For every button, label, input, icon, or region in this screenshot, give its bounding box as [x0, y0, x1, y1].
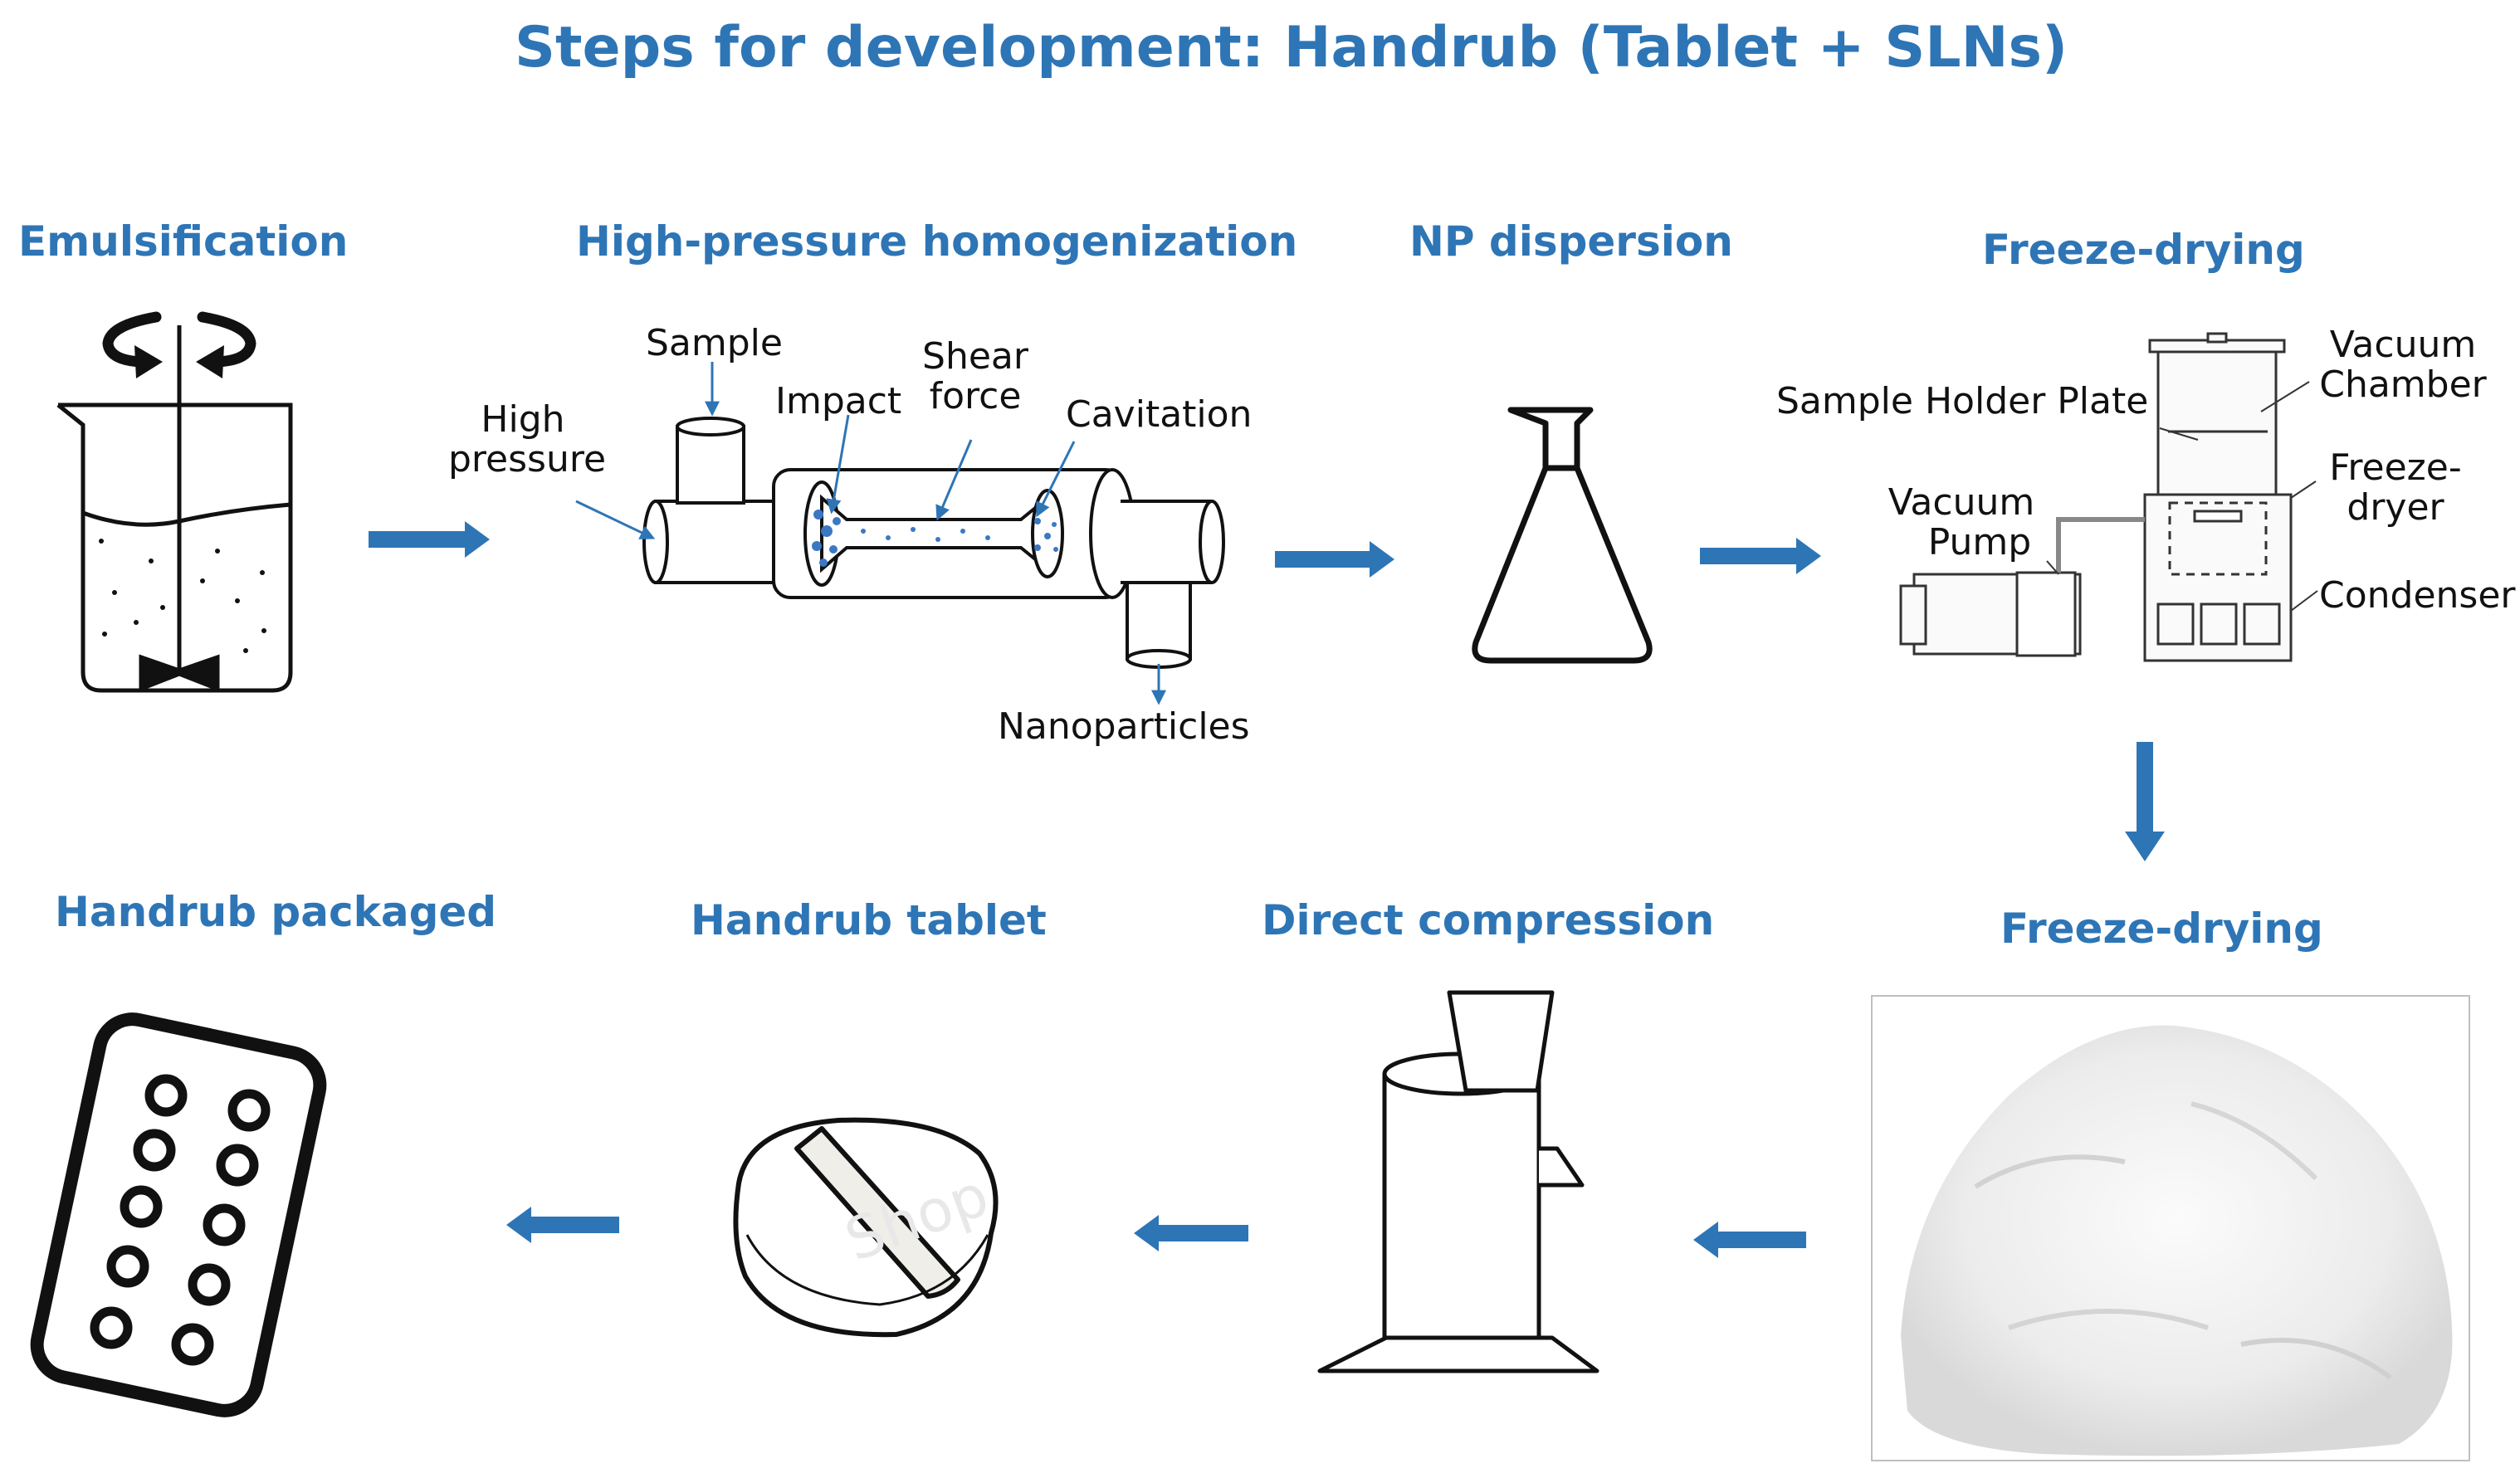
hph-label-high: High [481, 398, 565, 441]
fd-label-vacuum-pump-2: Pump [1927, 521, 2032, 563]
fd-label-condenser: Condenser [2319, 574, 2516, 617]
fd-label-vacuum-pump-1: Vacuum [1888, 481, 2035, 524]
step-label-freeze-drying-1: Freeze-drying [1982, 226, 2305, 274]
fd-label-sample-holder: Sample Holder Plate [1776, 380, 2149, 422]
hph-label-pressure: pressure [448, 438, 607, 480]
tablet-icon [733, 1117, 999, 1338]
freeze-dryer-leaders [2046, 381, 2318, 612]
hph-label-force: force [929, 375, 1022, 417]
step-label-emulsification: Emulsification [18, 217, 349, 266]
arrow-down [2125, 742, 2165, 861]
arrow-left-1 [1693, 1222, 1806, 1258]
arrow-left-2 [1134, 1215, 1248, 1251]
arrow-right-3 [1700, 538, 1821, 574]
tablet-press-icon [1317, 990, 1599, 1373]
hph-label-sample: Sample [646, 322, 783, 364]
step-label-direct-compression: Direct compression [1262, 896, 1715, 944]
step-label-np-dispersion: NP dispersion [1409, 217, 1733, 266]
emulsion-dots [99, 539, 266, 653]
homogenizer-icon [642, 417, 1225, 669]
flask-icon [1472, 407, 1653, 664]
fd-label-vacuum-chamber-1: Vacuum [2329, 324, 2477, 366]
hph-label-shear: Shear [922, 335, 1028, 378]
fd-label-freeze-dryer-2: dryer [2347, 486, 2444, 529]
rotation-arrows-icon [102, 311, 256, 368]
arrow-right-2 [1275, 541, 1394, 578]
fd-label-vacuum-chamber-2: Chamber [2319, 363, 2487, 406]
arrow-left-3 [506, 1207, 619, 1243]
beaker-icon [56, 325, 293, 693]
hph-label-impact: Impact [775, 380, 902, 422]
hph-leader-lines [575, 362, 1166, 705]
hph-label-cavitation: Cavitation [1066, 393, 1253, 436]
fd-label-freeze-dryer-1: Freeze- [2329, 446, 2462, 489]
step-label-handrub-tablet: Handrub tablet [691, 896, 1047, 944]
freeze-dryer-icon [1899, 332, 2293, 662]
step-label-handrub-packaged: Handrub packaged [55, 888, 497, 936]
blister-pack-icon [30, 1012, 327, 1417]
step-label-hph: High-pressure homogenization [576, 217, 1298, 266]
particle-dots [812, 510, 1058, 567]
page-title: Steps for development: Handrub (Tablet +… [515, 15, 2068, 80]
process-arrows [369, 521, 2165, 1258]
step-label-freeze-drying-2: Freeze-drying [2000, 905, 2323, 953]
hph-label-nanoparticles: Nanoparticles [998, 705, 1250, 748]
arrow-right-1 [369, 521, 490, 558]
rotation-arrowheads-icon [134, 345, 224, 378]
powder-pile-image [1901, 1025, 2453, 1456]
